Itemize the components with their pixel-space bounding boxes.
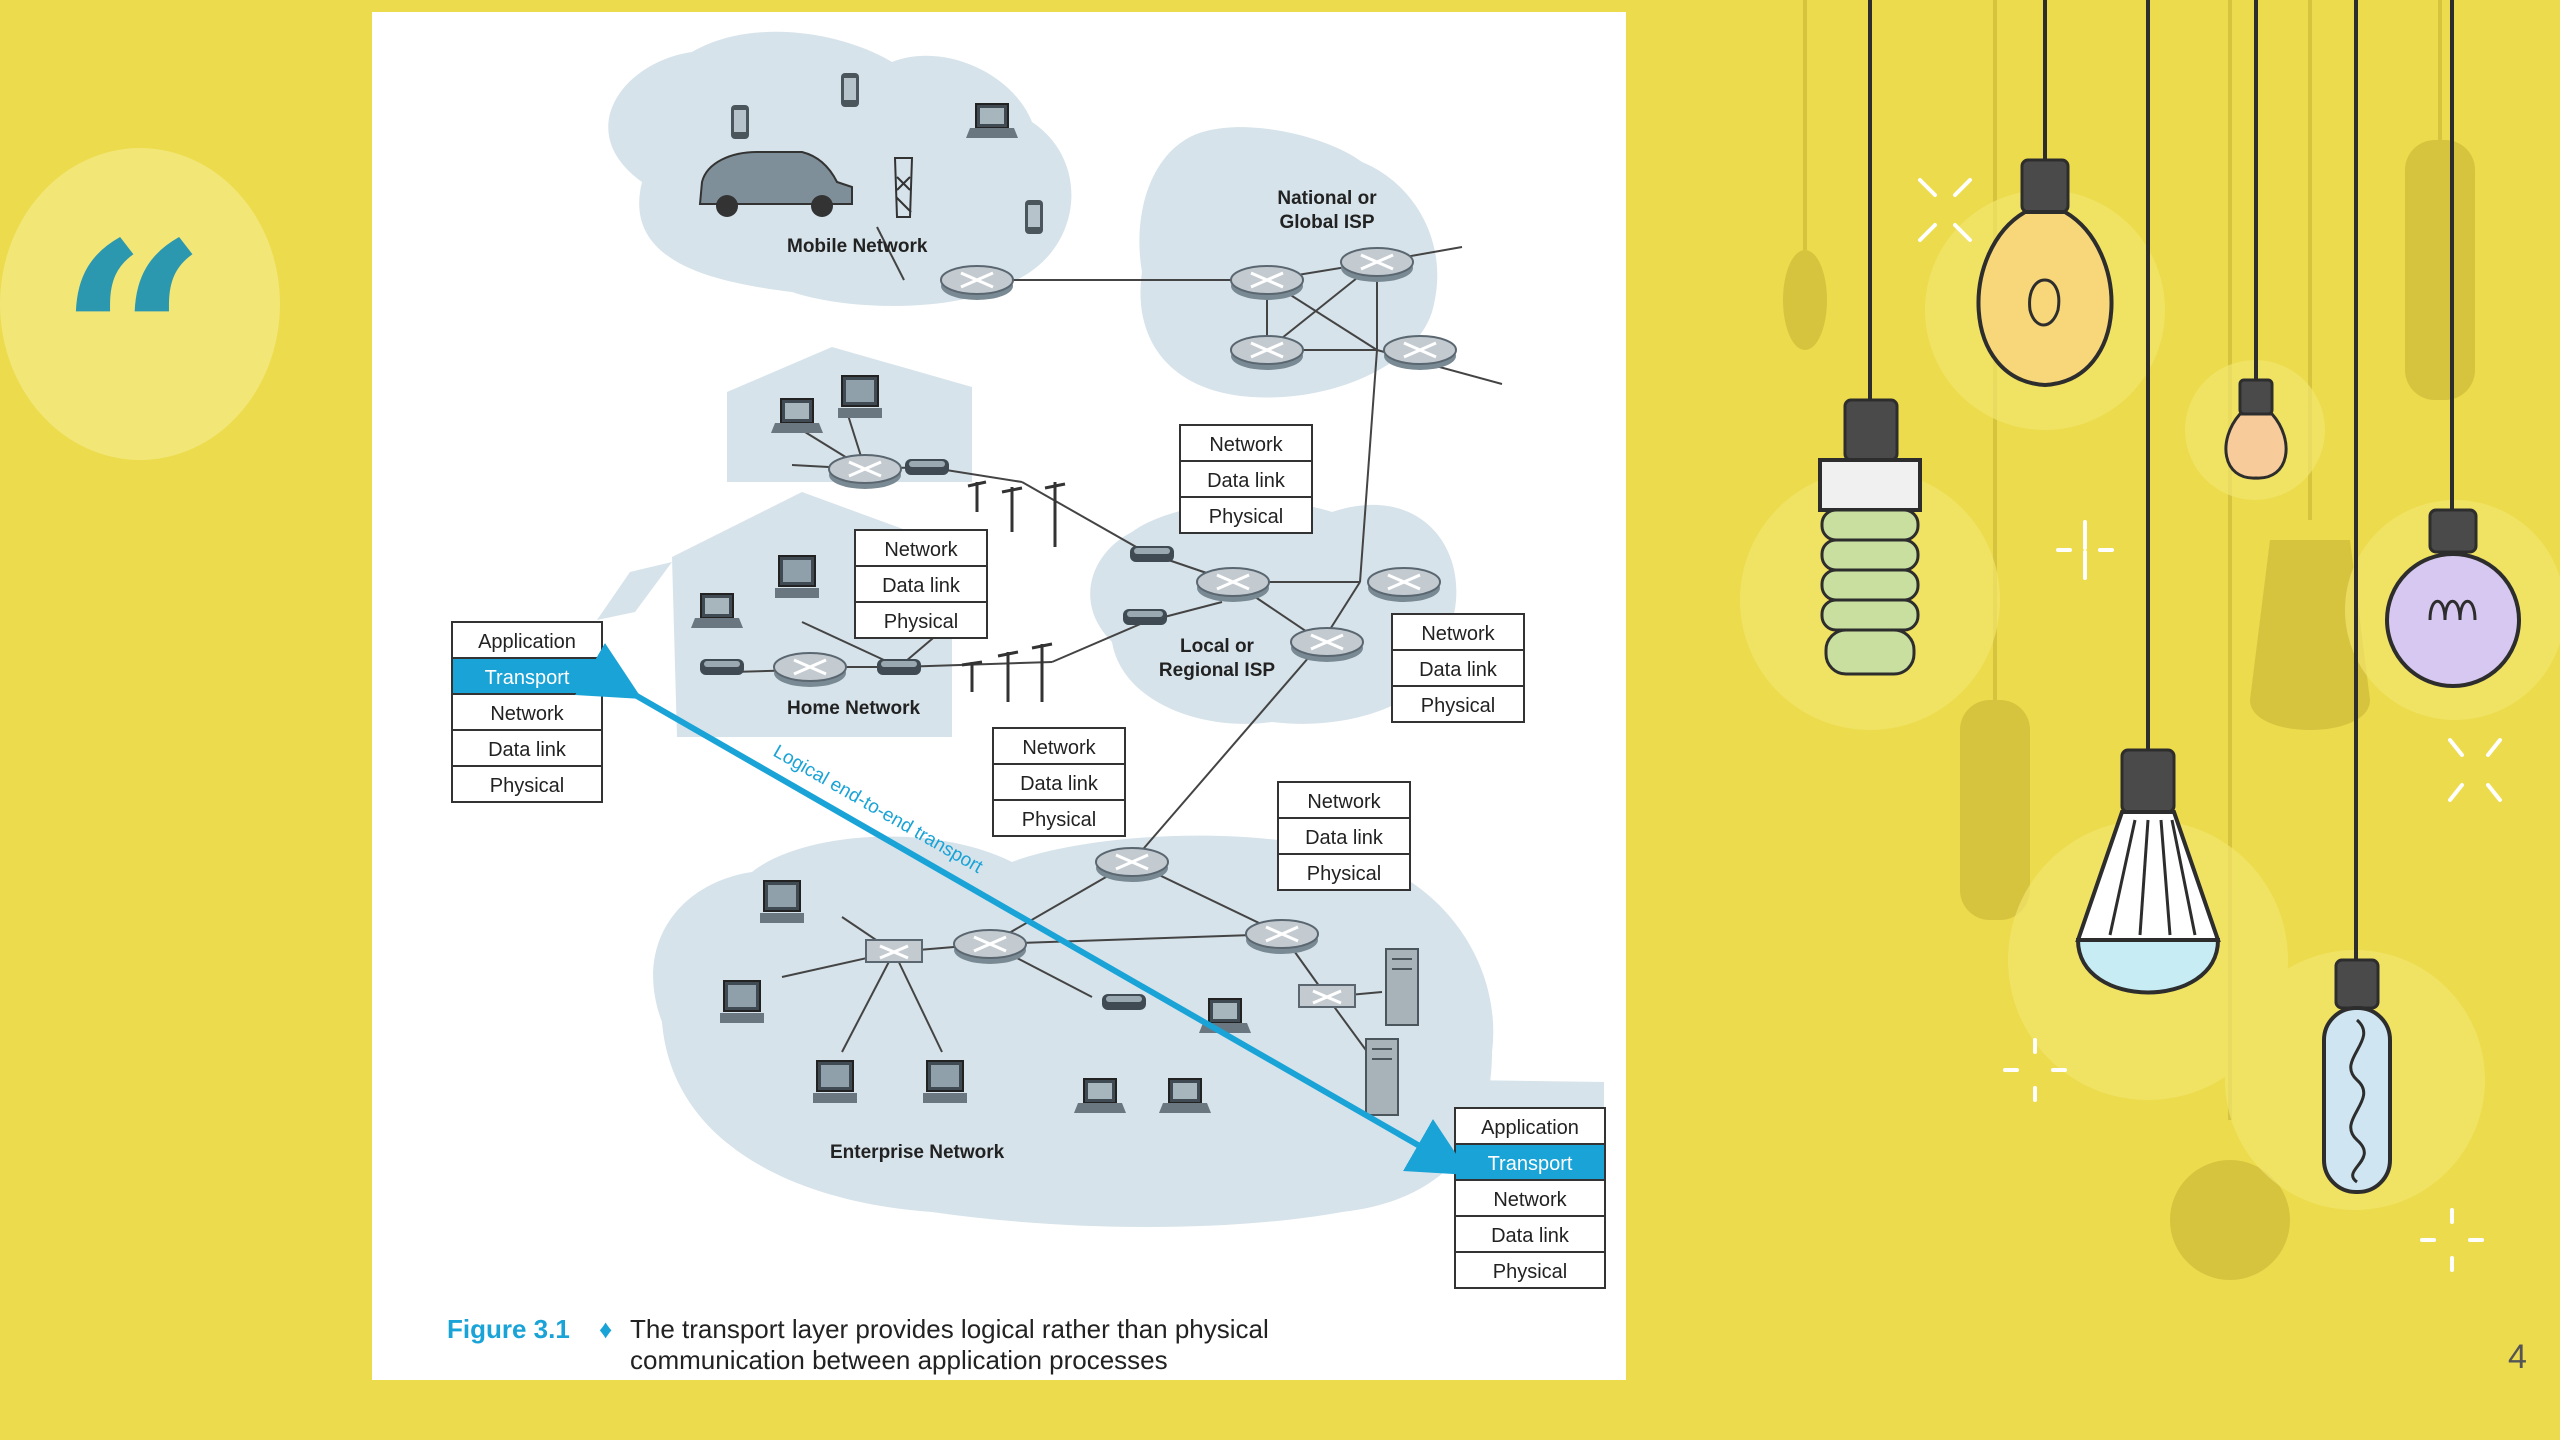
enterprise-router-3 (1244, 918, 1320, 956)
led-bulb-icon (2075, 748, 2221, 995)
end-to-end-arrow (575, 643, 1471, 1175)
page-number: 4 (2508, 1338, 2527, 1376)
local-isp-label-2: Regional ISP (1159, 660, 1275, 681)
router-layer-network: Network (1022, 737, 1096, 759)
router-layer-datalink: Data link (1305, 827, 1384, 849)
layer-transport: Transport (485, 667, 570, 689)
enterprise-pc-1 (759, 880, 805, 924)
diamond-icon: ♦ (599, 1314, 613, 1344)
national-isp-label-1: National or (1277, 188, 1377, 209)
router-layer-physical: Physical (884, 611, 958, 633)
home-device-modem (700, 659, 744, 675)
layer-application: Application (1481, 1117, 1579, 1139)
enterprise-switch-2 (1297, 983, 1357, 1009)
mobile-phone-2 (841, 73, 859, 107)
home-top-modem (905, 459, 949, 475)
enterprise-router-1 (1094, 846, 1170, 884)
isp-modem-2 (1123, 609, 1167, 625)
router-layer-datalink: Data link (1020, 773, 1099, 795)
router-stack-isp-right: Network Data link Physical (1391, 613, 1525, 723)
router-layer-datalink: Data link (1207, 470, 1286, 492)
regional-router-3 (1289, 626, 1365, 664)
isp-modem-1 (1130, 546, 1174, 562)
quote-icon: “ (58, 187, 208, 492)
router-layer-network: Network (1209, 434, 1283, 456)
figure-card: Mobile Network National or Global ISP Lo… (372, 12, 1626, 1380)
layer-application: Application (478, 631, 576, 653)
home-top-pc (837, 375, 883, 419)
mobile-phone-1 (731, 105, 749, 139)
enterprise-server-1 (1385, 948, 1419, 1026)
home-router (772, 651, 848, 689)
caption-text: The transport layer provides logical rat… (630, 1314, 1269, 1375)
router-layer-physical: Physical (1022, 809, 1096, 831)
router-layer-physical: Physical (1421, 695, 1495, 717)
cfl-bulb-icon (1818, 398, 1922, 676)
national-isp-label-2: Global ISP (1279, 212, 1374, 233)
home-network-label: Home Network (787, 698, 920, 719)
enterprise-pc-3 (812, 1060, 858, 1104)
network-diagram: Mobile Network National or Global ISP Lo… (451, 31, 1606, 1289)
host-stack-right: Application Transport Network Data link … (1454, 1107, 1606, 1289)
mobile-network-cloud (608, 31, 1072, 306)
host-stack-left: Application Transport Network Data link … (451, 621, 603, 803)
small-bulb-icon (2224, 378, 2288, 480)
layer-physical: Physical (1493, 1261, 1567, 1283)
mobile-phone-3 (1025, 200, 1043, 234)
global-router-3 (1229, 334, 1305, 372)
hanging-bulbs (1740, 0, 2560, 1280)
router-stack-home: Network Data link Physical (854, 529, 988, 639)
router-layer-network: Network (1307, 791, 1381, 813)
router-layer-physical: Physical (1209, 506, 1283, 528)
router-stack-isp-top: Network Data link Physical (1179, 424, 1313, 534)
local-isp-label-1: Local or (1180, 636, 1255, 657)
national-isp-cloud (1139, 127, 1438, 398)
enterprise-pc-2 (719, 980, 765, 1024)
vintage-bulb-icon (2322, 958, 2392, 1194)
enterprise-pc-4 (922, 1060, 968, 1104)
layer-datalink: Data link (488, 739, 567, 761)
layer-datalink: Data link (1491, 1225, 1570, 1247)
mobile-router (939, 264, 1015, 302)
layer-physical: Physical (490, 775, 564, 797)
figure-label: Figure 3.1 (447, 1314, 570, 1344)
layer-network: Network (1493, 1189, 1567, 1211)
cell-tower-icon (893, 157, 914, 218)
mobile-network-label: Mobile Network (787, 236, 928, 257)
global-router-2 (1339, 246, 1415, 284)
enterprise-switch-1 (864, 938, 924, 964)
layer-network: Network (490, 703, 564, 725)
enterprise-modem (1102, 994, 1146, 1010)
router-stack-middle: Network Data link Physical (992, 727, 1126, 837)
light-bulb-icon (1976, 158, 2114, 388)
router-stack-enterprise: Network Data link Physical (1277, 781, 1411, 891)
enterprise-network-label: Enterprise Network (830, 1142, 1005, 1163)
home-router-top (827, 453, 903, 491)
router-layer-datalink: Data link (1419, 659, 1498, 681)
home-pc (774, 555, 820, 599)
global-router-1 (1229, 264, 1305, 302)
sparkles (1918, 178, 2502, 1272)
car-icon (698, 151, 853, 217)
left-stack-callout (597, 562, 672, 620)
regional-router-1 (1195, 566, 1271, 604)
regional-router-2 (1366, 566, 1442, 604)
router-layer-network: Network (884, 539, 958, 561)
quote-circle (0, 148, 280, 460)
filament-bulb-icon (2385, 508, 2521, 688)
router-layer-network: Network (1421, 623, 1495, 645)
home-modem (877, 659, 921, 675)
enterprise-server-2 (1365, 1038, 1399, 1116)
global-router-4 (1382, 334, 1458, 372)
router-layer-datalink: Data link (882, 575, 961, 597)
layer-transport: Transport (1488, 1153, 1573, 1175)
bulb-cords (1868, 0, 2454, 960)
enterprise-router-2 (952, 928, 1028, 966)
router-layer-physical: Physical (1307, 863, 1381, 885)
